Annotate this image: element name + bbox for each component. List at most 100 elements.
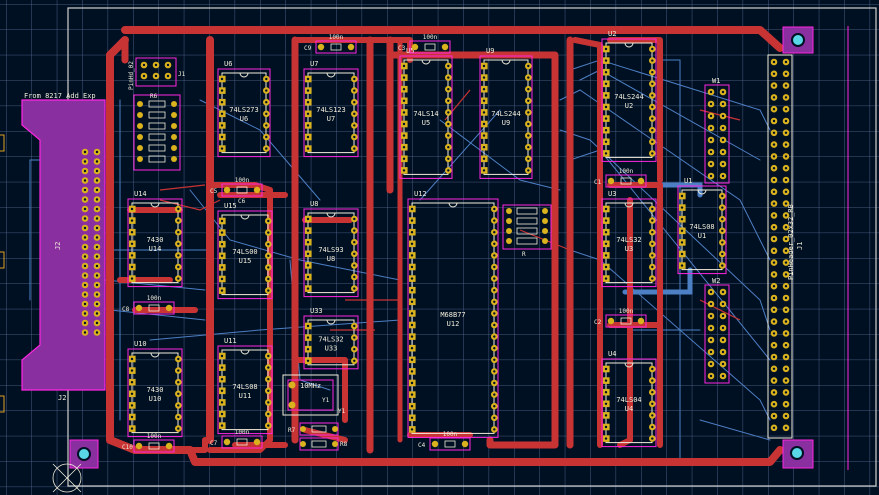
capacitor-body [620, 177, 632, 185]
ic-notch [697, 189, 707, 195]
header-j1-pin-drill [784, 379, 788, 382]
ic-ref-label: U33 [310, 307, 323, 315]
connector-j2-pin-drill [83, 312, 87, 315]
ic-pin-drill [130, 277, 134, 280]
header-j1-pin-drill [784, 96, 788, 99]
ic-pin-drill [353, 287, 356, 290]
ic-pin-drill [680, 218, 684, 221]
capacitor-outline [221, 183, 263, 197]
ic-courtyard [601, 198, 657, 288]
ic-pin-drill [651, 71, 654, 74]
capacitor-value: 100n [235, 429, 250, 436]
header-j1-pin-drill [784, 214, 788, 217]
header-j1-pin-drill [772, 190, 776, 193]
mounting-hole [790, 446, 804, 460]
header-j1-small-pin-drill [166, 63, 170, 67]
ic-pin-drill [651, 47, 654, 51]
ic-pin-drill [220, 89, 224, 92]
capacitor-pad [637, 177, 645, 185]
connector-j2-pin-drill [95, 179, 99, 182]
header-j1-pin-drill [772, 155, 776, 158]
capacitor-pad [135, 304, 143, 312]
ic-pin-drill [493, 312, 496, 315]
ic-pin-drill [493, 289, 496, 292]
ic-pin-drill [220, 243, 224, 246]
ic-notch [624, 362, 634, 368]
ic-pin-drill [402, 88, 406, 91]
ic-ref-label: U8 [310, 200, 318, 208]
header-j1-pin-drill [784, 119, 788, 123]
ic-pin-drill [306, 229, 310, 232]
ic-pin-drill [353, 241, 356, 244]
connector-j2-pin-drill [83, 331, 87, 334]
header-j1-pin-drill [772, 249, 776, 252]
ic-pin-drill [680, 252, 684, 256]
ic-pin-drill [527, 64, 530, 68]
connector-j2-pin-drill [83, 198, 87, 201]
capacitor-outline [133, 301, 175, 315]
ic-notch [326, 212, 336, 218]
ic-pin-drill [493, 207, 496, 211]
connector-j2-pin-drill [95, 217, 99, 220]
connector-j2-pin-drill [83, 226, 87, 230]
ic-courtyard [217, 345, 273, 435]
ic-pin-drill [493, 416, 496, 419]
ic-pin-drill [410, 277, 414, 280]
resistor-stack-pins [137, 100, 177, 163]
connector-j2-pin-drill [95, 160, 99, 163]
header-w2-pin-drill [721, 290, 725, 294]
ic-pin-drill [177, 427, 180, 430]
header-j1-pin-drill [772, 237, 776, 241]
ic-pin-drill [651, 231, 654, 234]
ic-pin-drill [447, 111, 450, 114]
resistor-stack-pad [171, 123, 177, 129]
resistor-network-pad [506, 238, 512, 244]
ic-pin-drill [410, 381, 414, 385]
ic-pin-drill [220, 366, 224, 369]
ic-pin-drill [306, 135, 310, 139]
header-w2-pin-drill [709, 350, 713, 354]
resistor-network-pad [506, 218, 512, 224]
connector-j2-pin-drill [83, 217, 87, 220]
ic-pin-drill [482, 99, 486, 103]
ic-pin-drill [493, 300, 496, 303]
ic-pin-drill [447, 64, 450, 68]
ic-pin-drill [177, 381, 180, 384]
ic-pin-drill [130, 369, 134, 372]
ic-pin-drill [220, 101, 224, 104]
ic-pin-drill [306, 336, 310, 339]
ic-pin-drill [130, 415, 134, 419]
header-j1-pin-drill [784, 84, 788, 87]
header-j1-pin-drill [784, 273, 788, 276]
ic-pin-drill [267, 389, 270, 392]
mounting-hole [77, 447, 91, 461]
header-j1-pin-drill [784, 202, 788, 205]
ic-pin-drill [306, 89, 310, 92]
resistor-stack-pad [137, 112, 143, 118]
ic-pin-drill [410, 416, 414, 419]
header-w1-pin-drill [721, 126, 725, 130]
ic-pin-drill [680, 194, 684, 198]
ic-pin-drill [493, 219, 496, 222]
ic-courtyard [601, 358, 657, 448]
ic-pin-drill [220, 135, 224, 139]
header-w2-pin-drill [721, 374, 725, 378]
capacitor-body [236, 438, 248, 446]
ic-pin-drill [604, 105, 608, 109]
capacitor-outline [409, 40, 451, 54]
header-w1-pin-drill [721, 150, 725, 154]
header-j1-pin-drill [772, 320, 776, 323]
resistor-network-pins [506, 207, 548, 245]
ic-pin-drill [527, 157, 530, 160]
header-j1-pin-drill [772, 96, 776, 99]
capacitor-ref: C3 [398, 45, 406, 52]
header-j1-pin-drill [772, 332, 776, 335]
ic-pin-drill [482, 76, 486, 79]
ic-pin-drill [721, 241, 724, 244]
connector-j2-pin-drill [95, 302, 99, 306]
ic-pin-drill [267, 366, 270, 369]
header-w1-pin-drill [721, 162, 725, 166]
